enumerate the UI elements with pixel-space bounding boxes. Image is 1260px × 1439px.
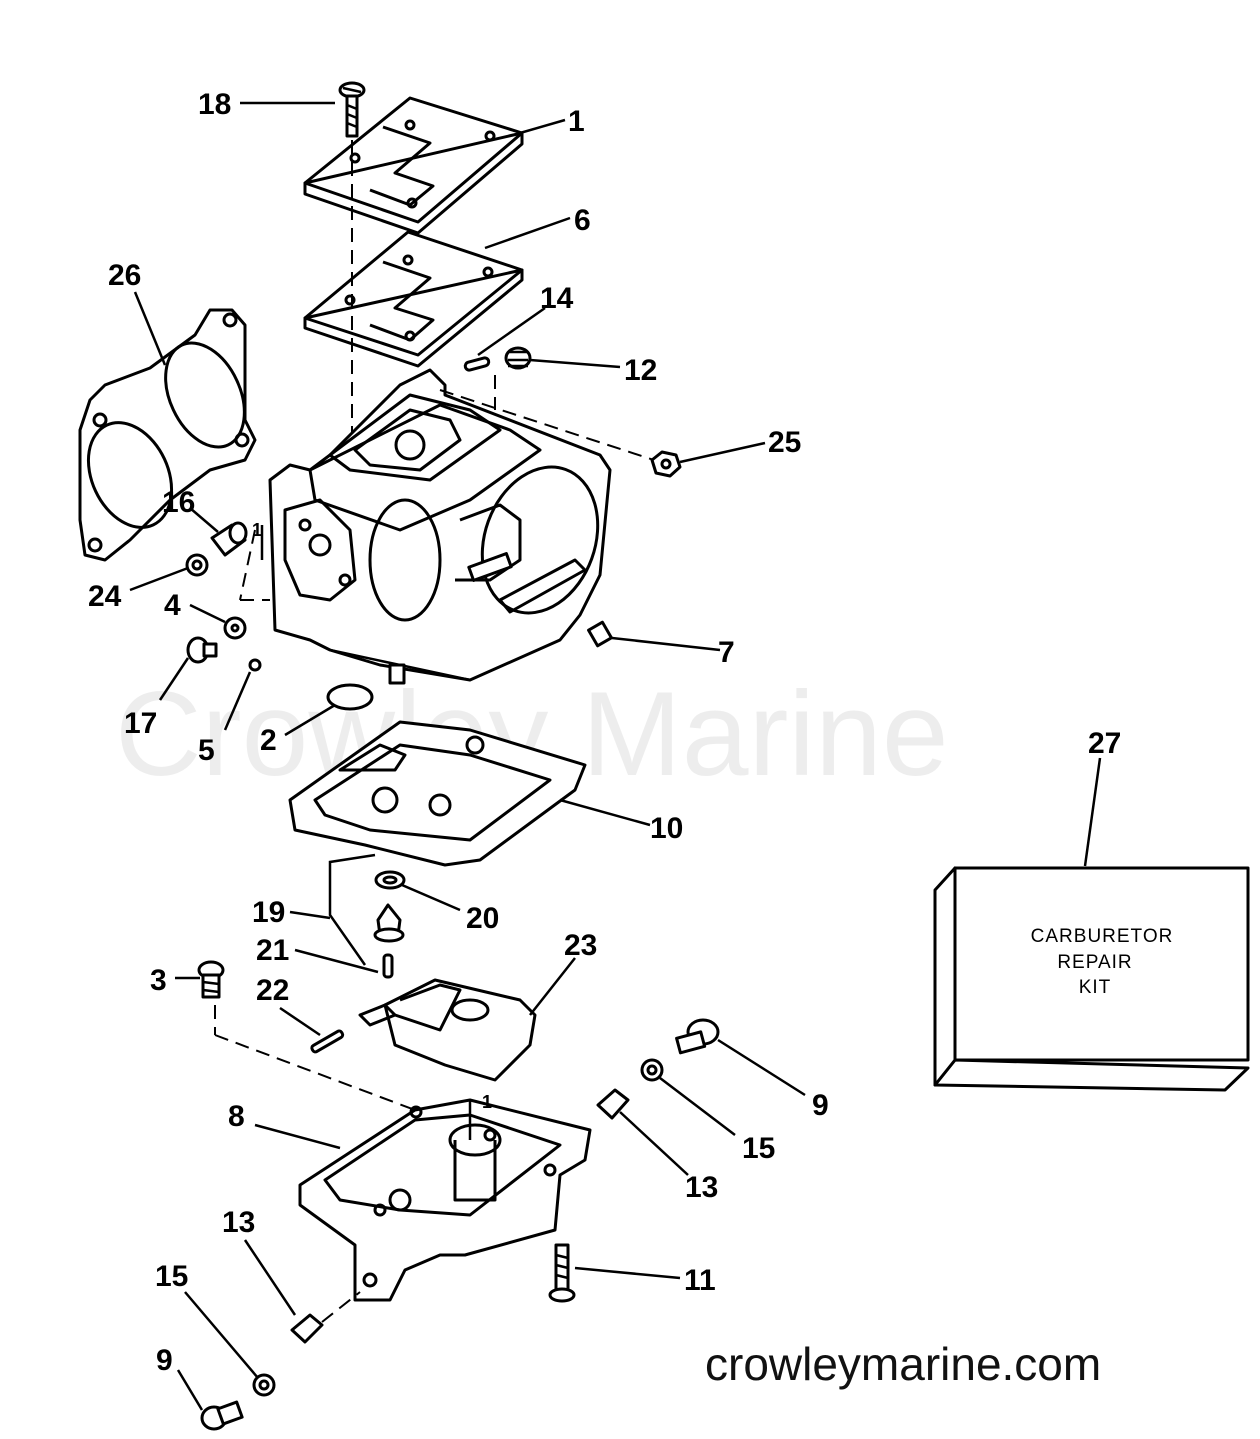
callout-12: 12 — [624, 354, 657, 387]
part-17-screw — [186, 636, 218, 664]
callout-27: 27 — [1088, 727, 1121, 760]
part-13-jet-upper — [596, 1088, 630, 1120]
callout-4: 4 — [164, 589, 181, 622]
callout-18: 18 — [198, 88, 231, 121]
callout-1: 1 — [568, 105, 585, 138]
needle-valve-seat — [373, 903, 405, 943]
website-url: crowleymarine.com — [705, 1338, 1101, 1390]
part-24-washer — [185, 553, 209, 577]
part-9-screw-lower — [200, 1400, 244, 1431]
reference-1a: 1 — [252, 520, 262, 540]
part-14-pin — [463, 356, 491, 372]
part-15-washer-lower — [252, 1373, 276, 1397]
part-27-repair-kit-box: CARBURETOR REPAIR KIT — [933, 866, 1250, 1092]
callout-10: 10 — [650, 812, 683, 845]
part-12-spring — [504, 346, 532, 370]
callout-22: 22 — [256, 974, 289, 1007]
callout-19: 19 — [252, 896, 285, 929]
callout-24: 24 — [88, 580, 122, 613]
callout-3: 3 — [150, 964, 167, 997]
kit-label-line2: REPAIR — [1057, 952, 1132, 973]
part-4-washer — [223, 616, 247, 640]
part-13-jet-lower — [290, 1313, 324, 1344]
part-25-nut — [650, 450, 682, 478]
callout-11: 11 — [684, 1264, 716, 1297]
part-2-plug — [326, 683, 374, 711]
part-20-washer — [374, 870, 406, 890]
callout-21: 21 — [256, 934, 289, 967]
callout-9-lower: 9 — [156, 1344, 173, 1377]
part-9-screw-right — [675, 1018, 720, 1055]
callout-14: 14 — [540, 282, 574, 315]
callout-13-upper: 13 — [685, 1171, 718, 1204]
callout-7: 7 — [718, 636, 735, 669]
part-7-spring — [587, 620, 613, 648]
callout-15-lower: 15 — [155, 1260, 188, 1293]
callout-26: 26 — [108, 259, 141, 292]
part-22-pin — [310, 1029, 345, 1054]
callout-9-right: 9 — [812, 1089, 829, 1122]
part-3-screw — [197, 960, 225, 999]
part-23-float — [358, 978, 537, 1082]
carburetor-body — [268, 368, 612, 685]
part-15-washer-right — [640, 1058, 664, 1082]
part-11-screw — [548, 1243, 576, 1303]
kit-label-line3: KIT — [1079, 977, 1112, 998]
callout-5: 5 — [198, 734, 215, 767]
callout-2: 2 — [260, 724, 277, 757]
part-26-flange-gasket — [78, 308, 257, 562]
callout-17: 17 — [124, 707, 157, 740]
part-6-gasket — [303, 230, 524, 368]
callout-15-right: 15 — [742, 1132, 775, 1165]
part-1-cover-plate — [303, 96, 524, 235]
leader-lines — [129, 101, 1102, 1411]
kit-label-line1: CARBURETOR — [1031, 926, 1174, 947]
callout-23: 23 — [564, 929, 597, 962]
part-10-bowl-gasket — [288, 720, 587, 867]
reference-1b: 1 — [482, 1092, 492, 1112]
part-5-ball — [248, 658, 262, 672]
callout-16: 16 — [162, 486, 195, 519]
callout-25: 25 — [768, 426, 801, 459]
callout-6: 6 — [574, 204, 591, 237]
part-16-fitting — [210, 521, 248, 557]
part-8-float-bowl — [298, 1098, 592, 1302]
callout-20: 20 — [466, 902, 499, 935]
part-21-needle — [382, 953, 394, 979]
callout-8: 8 — [228, 1100, 245, 1133]
part-18-screw — [338, 81, 366, 138]
callout-13-lower: 13 — [222, 1206, 255, 1239]
